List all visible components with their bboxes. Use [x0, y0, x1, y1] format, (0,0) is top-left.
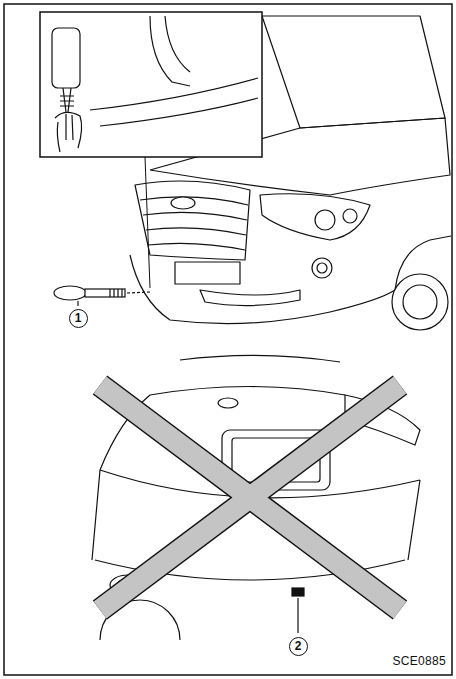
emblem — [171, 197, 195, 209]
rear-car — [92, 355, 420, 640]
grille-slats — [140, 197, 248, 250]
tow-hook — [54, 286, 150, 306]
headlamp-lens — [343, 209, 357, 223]
detail-inset — [40, 12, 262, 157]
install-line — [127, 292, 150, 293]
emblem — [218, 398, 238, 408]
figure-frame — [4, 4, 452, 675]
grille — [135, 181, 250, 260]
front-bumper — [130, 255, 395, 324]
inset-frame — [40, 12, 262, 157]
prohibition-cross — [100, 385, 400, 610]
inset-hand — [55, 112, 82, 152]
inset-mirror — [52, 28, 80, 88]
prohibition-cross — [100, 385, 400, 610]
hook-loop — [54, 286, 86, 300]
fog-lamp — [317, 263, 327, 273]
hook-thread — [110, 289, 122, 297]
detail-inset — [52, 16, 258, 152]
prohibition-cross — [100, 385, 400, 610]
front-wheel — [403, 285, 437, 319]
headlamp — [260, 194, 370, 240]
headlamp-lens — [315, 210, 335, 230]
hook-point — [292, 588, 304, 596]
license-plate — [175, 262, 240, 284]
trunk-lid — [150, 387, 345, 396]
leader-line — [77, 301, 78, 306]
callout-number: 1 — [69, 309, 88, 328]
figure-code: SCE0885 — [393, 654, 446, 668]
lower-intake — [200, 290, 300, 306]
inset-body — [90, 78, 258, 126]
fog-lamp — [312, 258, 332, 278]
hook-shaft — [85, 289, 125, 297]
detail-leader — [145, 157, 150, 288]
front-wheel — [392, 274, 448, 330]
callout-number: 2 — [289, 637, 308, 656]
inset-pillar — [150, 16, 190, 86]
leader-line — [297, 598, 298, 633]
trunk-edge — [180, 355, 340, 362]
inset-hook — [60, 88, 74, 112]
windshield — [262, 16, 445, 128]
